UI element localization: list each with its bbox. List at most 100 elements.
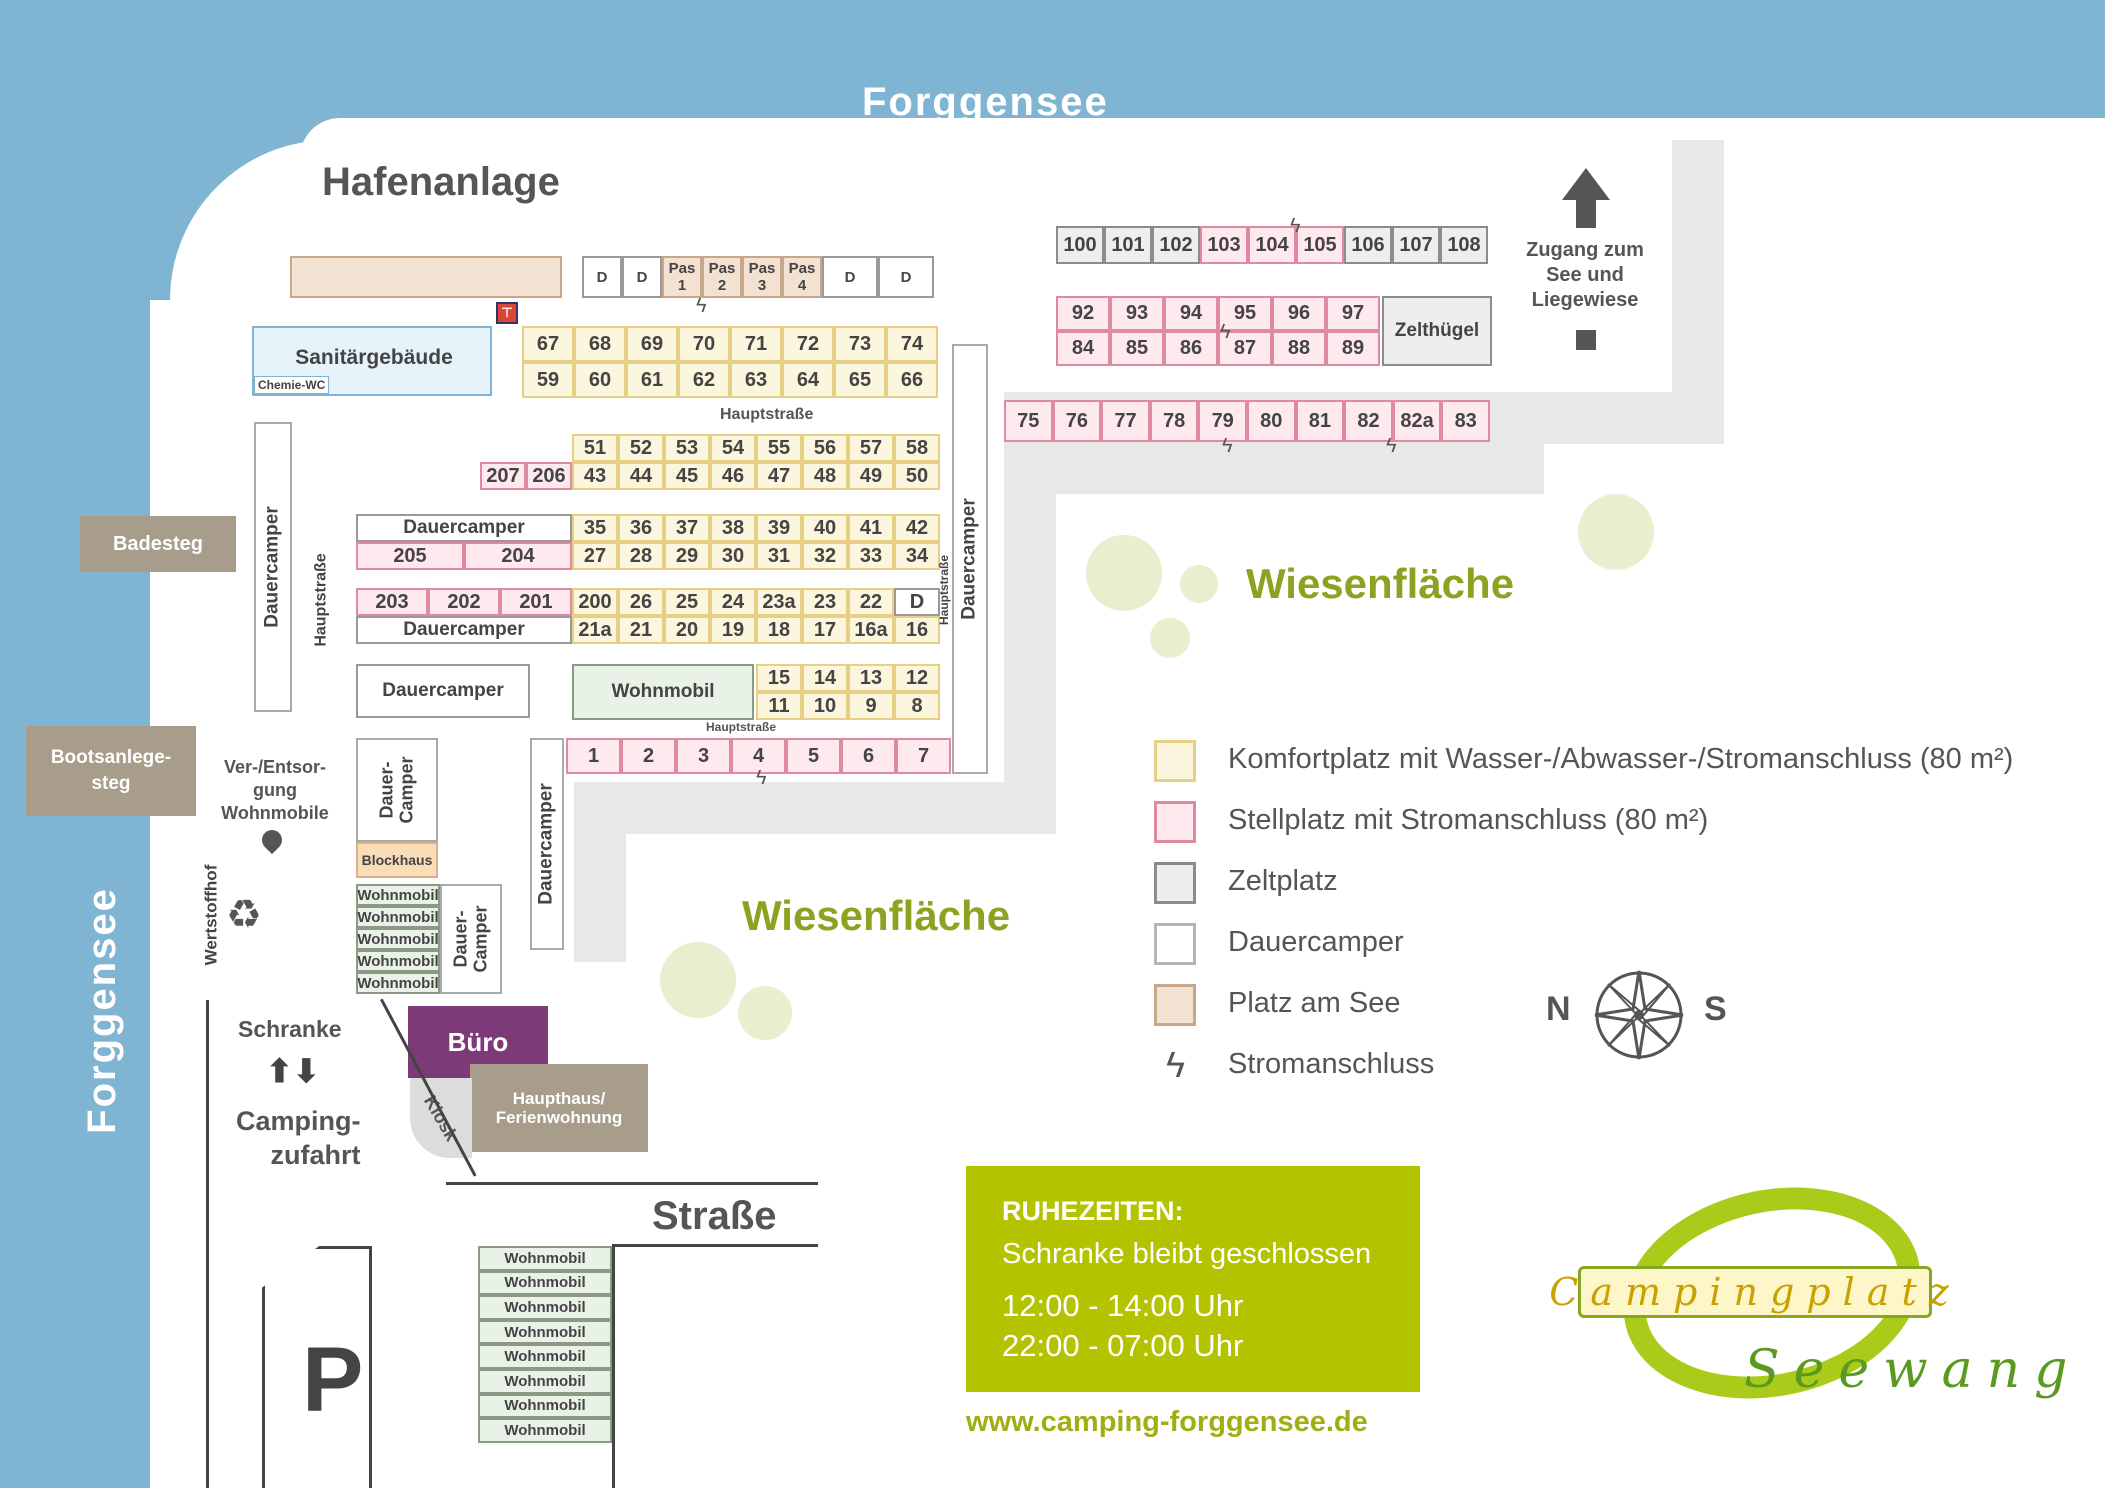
pitch-88[interactable]: 88: [1272, 331, 1326, 366]
pitch-16[interactable]: 16: [894, 616, 940, 644]
wohnmobil-spot[interactable]: Wohnmobil: [478, 1369, 612, 1394]
pitch-87[interactable]: 87: [1218, 331, 1272, 366]
pitch-103[interactable]: 103: [1200, 226, 1248, 264]
pitch-2[interactable]: 2: [621, 738, 676, 774]
dauer-camper-box-upper[interactable]: Dauer- Camper: [356, 738, 438, 842]
pitch-12[interactable]: 12: [894, 664, 940, 692]
pitch-101[interactable]: 101: [1104, 226, 1152, 264]
pitch-19[interactable]: 19: [710, 616, 756, 644]
pitch-96[interactable]: 96: [1272, 296, 1326, 331]
pitch-8[interactable]: 8: [894, 692, 940, 720]
pitch-69[interactable]: 69: [626, 326, 678, 362]
dauercamper-row[interactable]: Dauercamper: [356, 616, 572, 644]
pitch-48[interactable]: 48: [802, 462, 848, 490]
pitch-63[interactable]: 63: [730, 362, 782, 398]
wohnmobil-spot[interactable]: Wohnmobil: [356, 950, 440, 972]
pitch-59[interactable]: 59: [522, 362, 574, 398]
pitch-205[interactable]: 205: [356, 542, 464, 570]
pitch-41[interactable]: 41: [848, 514, 894, 542]
wohnmobil-spot[interactable]: Wohnmobil: [356, 906, 440, 928]
pitch-104[interactable]: 104: [1248, 226, 1296, 264]
pitch-52[interactable]: 52: [618, 434, 664, 462]
main-house[interactable]: Haupthaus/ Ferienwohnung: [470, 1064, 648, 1152]
wohnmobil-spot[interactable]: Wohnmobil: [478, 1270, 612, 1296]
pitch-75[interactable]: 75: [1004, 400, 1053, 442]
pitch-89[interactable]: 89: [1326, 331, 1380, 366]
pitch-206[interactable]: 206: [526, 462, 572, 490]
pitch-13[interactable]: 13: [848, 664, 894, 692]
pitch-21a[interactable]: 21a: [572, 616, 618, 644]
pitch-202[interactable]: 202: [428, 588, 500, 616]
pitch-54[interactable]: 54: [710, 434, 756, 462]
pitch-70[interactable]: 70: [678, 326, 730, 362]
wohnmobil-spot[interactable]: Wohnmobil: [356, 884, 440, 906]
lake-pitch-area[interactable]: [290, 256, 562, 298]
pitch-32[interactable]: 32: [802, 542, 848, 570]
pitch-29[interactable]: 29: [664, 542, 710, 570]
pitch-82a[interactable]: 82a: [1392, 400, 1442, 442]
pitch-16a[interactable]: 16a: [848, 616, 894, 644]
pitch-73[interactable]: 73: [834, 326, 886, 362]
wohnmobil-spot[interactable]: Wohnmobil: [478, 1295, 612, 1320]
pitch-200[interactable]: 200: [572, 588, 618, 616]
wohnmobil-block[interactable]: Wohnmobil: [572, 664, 754, 720]
pitch-76[interactable]: 76: [1052, 400, 1102, 442]
dauercamper-strip-right[interactable]: Dauercamper: [952, 344, 988, 774]
pitch-21[interactable]: 21: [618, 616, 664, 644]
pitch-94[interactable]: 94: [1164, 296, 1218, 331]
pitch-105[interactable]: 105: [1296, 226, 1344, 264]
pitch-46[interactable]: 46: [710, 462, 756, 490]
pitch-92[interactable]: 92: [1056, 296, 1110, 331]
pitch-20[interactable]: 20: [664, 616, 710, 644]
pitch-207[interactable]: 207: [480, 462, 526, 490]
pitch-201[interactable]: 201: [500, 588, 572, 616]
pitch-67[interactable]: 67: [522, 326, 574, 362]
pitch-d[interactable]: D: [894, 588, 940, 616]
pitch-62[interactable]: 62: [678, 362, 730, 398]
pitch-1[interactable]: 1: [566, 738, 621, 774]
pitch-86[interactable]: 86: [1164, 331, 1218, 366]
pitch-102[interactable]: 102: [1152, 226, 1200, 264]
pitch-40[interactable]: 40: [802, 514, 848, 542]
pitch-28[interactable]: 28: [618, 542, 664, 570]
dauer-camper-box-lower[interactable]: Dauer- Camper: [440, 884, 502, 994]
pitch-80[interactable]: 80: [1247, 400, 1296, 442]
pitch-50[interactable]: 50: [894, 462, 940, 490]
blockhaus[interactable]: Blockhaus: [356, 842, 438, 878]
pitch-107[interactable]: 107: [1392, 226, 1440, 264]
pitch-38[interactable]: 38: [710, 514, 756, 542]
pitch-51[interactable]: 51: [572, 434, 618, 462]
pitch-108[interactable]: 108: [1440, 226, 1488, 264]
pitch-42[interactable]: 42: [894, 514, 940, 542]
pitch-pas-4[interactable]: Pas 4: [782, 256, 822, 298]
pitch-56[interactable]: 56: [802, 434, 848, 462]
pitch-11[interactable]: 11: [756, 692, 802, 720]
wohnmobil-spot[interactable]: Wohnmobil: [478, 1393, 612, 1419]
pitch-17[interactable]: 17: [802, 616, 848, 644]
pitch-64[interactable]: 64: [782, 362, 834, 398]
pitch-53[interactable]: 53: [664, 434, 710, 462]
pitch-55[interactable]: 55: [756, 434, 802, 462]
wohnmobil-spot[interactable]: Wohnmobil: [478, 1344, 612, 1369]
pitch-9[interactable]: 9: [848, 692, 894, 720]
pitch-61[interactable]: 61: [626, 362, 678, 398]
dauercamper-strip-lower[interactable]: Dauercamper: [530, 738, 564, 950]
pitch-68[interactable]: 68: [574, 326, 626, 362]
pitch-33[interactable]: 33: [848, 542, 894, 570]
pitch-97[interactable]: 97: [1326, 296, 1380, 331]
pitch-72[interactable]: 72: [782, 326, 834, 362]
pitch-106[interactable]: 106: [1344, 226, 1392, 264]
dauercamper-row[interactable]: Dauercamper: [356, 514, 572, 542]
pitch-60[interactable]: 60: [574, 362, 626, 398]
wohnmobil-spot[interactable]: Wohnmobil: [478, 1246, 612, 1271]
pitch-43[interactable]: 43: [572, 462, 618, 490]
pitch-d[interactable]: D: [582, 256, 622, 298]
pitch-58[interactable]: 58: [894, 434, 940, 462]
pitch-74[interactable]: 74: [886, 326, 938, 362]
pitch-85[interactable]: 85: [1110, 331, 1164, 366]
pitch-84[interactable]: 84: [1056, 331, 1110, 366]
pitch-204[interactable]: 204: [464, 542, 572, 570]
pitch-10[interactable]: 10: [802, 692, 848, 720]
pitch-22[interactable]: 22: [848, 588, 894, 616]
pitch-d[interactable]: D: [622, 256, 662, 298]
